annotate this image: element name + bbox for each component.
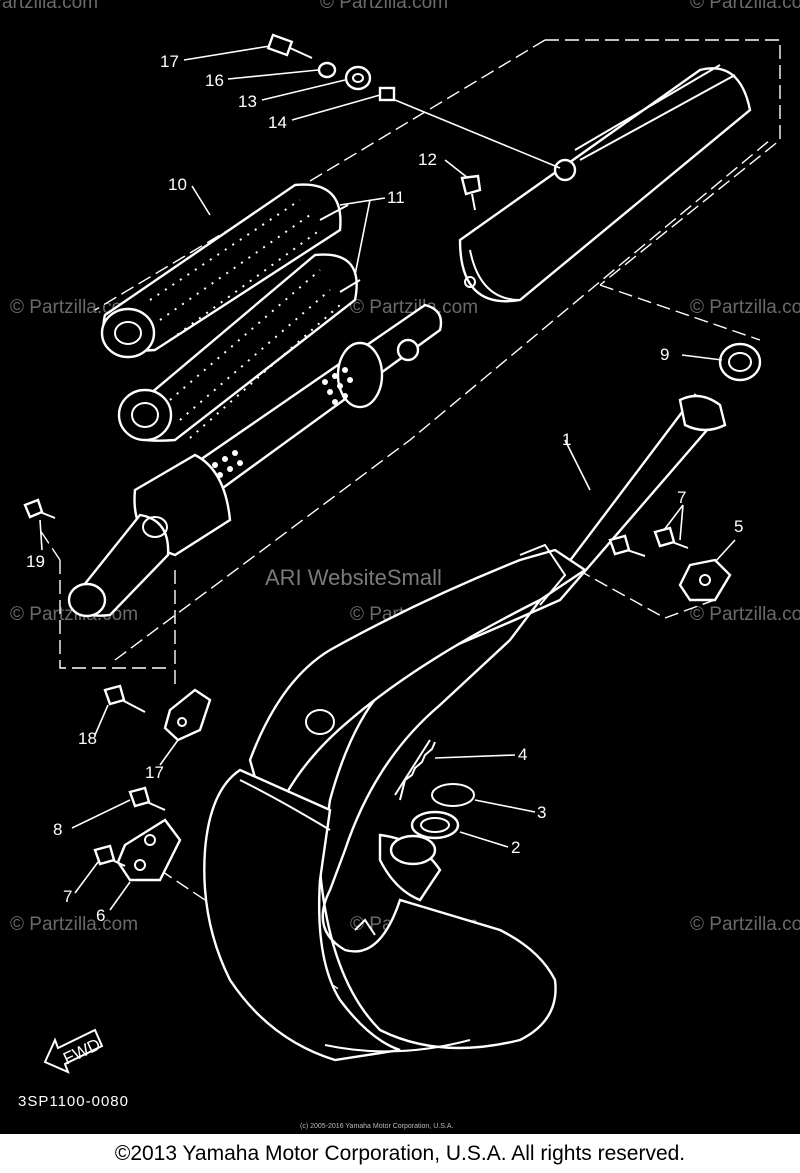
label-9: 9 (660, 345, 669, 364)
copyright-text: ©2013 Yamaha Motor Corporation, U.S.A. A… (114, 1142, 686, 1165)
diagram-code: 3SP1100-0080 (18, 1093, 129, 1110)
silencer-cover (458, 64, 752, 303)
silencer-packing-11 (117, 253, 361, 442)
watermark-top-center: © Partzilla.com (320, 0, 448, 13)
gaskets (410, 783, 475, 840)
watermark-top-left: © Partzilla.com (0, 0, 98, 13)
label-5: 5 (734, 517, 743, 536)
silencer-packing-10 (100, 183, 349, 359)
bracket-6 (116, 818, 182, 882)
packing-texture (149, 199, 341, 439)
bolt-7-upper-a (653, 526, 689, 549)
label-2: 2 (511, 838, 520, 857)
bracket-17 (163, 688, 212, 742)
watermark-row2-left: © Partzilla.com (10, 297, 138, 318)
watermark-row2-right: © Partzilla.com (690, 297, 800, 318)
bolt-12 (460, 174, 482, 211)
label-16: 17 (160, 52, 179, 71)
label-19: 19 (26, 552, 45, 571)
washer-15 (317, 61, 337, 79)
label-3: 3 (537, 803, 546, 822)
bolt-8 (128, 786, 166, 811)
small-copyright: (c) 2005-2016 Yamaha Motor Corporation, … (300, 1123, 453, 1130)
bolt-16 (266, 33, 313, 59)
watermark-ari: ARI WebsiteSmall (265, 565, 442, 590)
label-10: 10 (168, 175, 187, 194)
watermark-row3-right: © Partzilla.com (690, 604, 800, 625)
part-labels: 17 16 13 14 12 10 11 9 1 7 5 19 18 17 4 … (26, 52, 743, 925)
copyright-footer: ©2013 Yamaha Motor Corporation, U.S.A. A… (0, 1134, 800, 1173)
leader-lines (39, 45, 736, 911)
collar-14 (378, 86, 396, 102)
bolt-19 (23, 498, 56, 519)
label-11: 11 (387, 188, 405, 207)
label-7-lower: 7 (63, 887, 72, 906)
expansion-chamber (203, 393, 727, 1062)
label-15: 16 (205, 71, 224, 90)
label-18: 18 (78, 729, 97, 748)
watermark-row4-left: © Partzilla.com (10, 914, 138, 935)
fwd-label: FWD (60, 1035, 103, 1069)
fasteners (23, 33, 762, 867)
grommet-13 (344, 65, 372, 91)
grommet-9 (718, 342, 762, 382)
label-17: 17 (145, 763, 164, 782)
bolt-7-upper-b (608, 534, 646, 557)
watermark-top-right: © Partzilla.com (690, 0, 800, 13)
spring-4 (394, 739, 436, 801)
label-14: 14 (268, 113, 287, 132)
bracket-5 (678, 558, 732, 602)
label-4: 4 (518, 745, 527, 764)
label-12: 12 (418, 150, 437, 169)
watermark-row4-right: © Partzilla.com (690, 914, 800, 935)
label-8: 8 (53, 820, 62, 839)
silencer-body (67, 453, 232, 618)
watermark-row2-center: © Partzilla.com (350, 297, 478, 318)
label-1: 1 (562, 430, 571, 449)
label-13: 13 (238, 92, 257, 111)
bolt-18 (103, 684, 146, 713)
fwd-arrow: FWD (43, 1028, 103, 1074)
bolt-7-lower (93, 844, 126, 867)
label-7-upper: 7 (677, 488, 686, 507)
label-6: 6 (96, 906, 105, 925)
